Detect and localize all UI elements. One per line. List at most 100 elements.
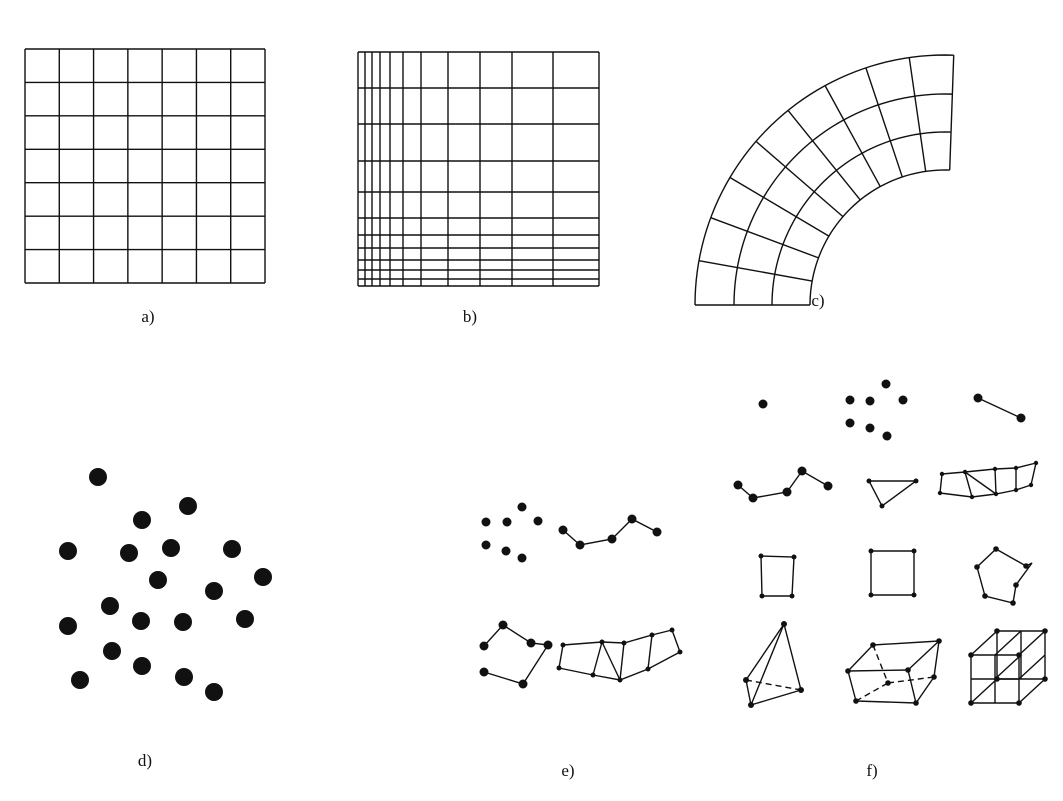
arc-line xyxy=(733,93,953,306)
panel-a-uniform-grid xyxy=(24,48,266,284)
strip-diagonal xyxy=(964,471,997,495)
hex-edge xyxy=(907,640,940,671)
arc-line xyxy=(771,131,952,306)
cloud-point xyxy=(223,540,241,558)
strip-node xyxy=(969,494,975,500)
radial-line xyxy=(755,140,844,218)
cluster-point xyxy=(481,517,491,527)
strip-rung xyxy=(592,641,603,676)
strip-node xyxy=(645,666,651,672)
ring-polyline xyxy=(483,624,550,685)
cloud-point xyxy=(236,610,254,628)
triangle-node xyxy=(866,478,872,484)
line-node xyxy=(1016,413,1026,423)
radial-line xyxy=(729,176,830,237)
cube-edge xyxy=(970,630,998,656)
cloud-point xyxy=(162,539,180,557)
ring-node xyxy=(526,638,536,648)
tetra-edge xyxy=(750,623,785,706)
panel-a-label: a) xyxy=(141,307,154,326)
ring-node xyxy=(498,620,508,630)
panel-f-element-types xyxy=(733,379,1048,708)
chain-node xyxy=(652,527,662,537)
cloud-point xyxy=(89,468,107,486)
chain-node xyxy=(748,493,758,503)
hex-node xyxy=(870,642,876,648)
hex-node xyxy=(885,680,891,686)
strip-node xyxy=(590,672,596,678)
radial-line xyxy=(949,55,955,171)
cube-node xyxy=(994,676,1000,682)
cloud-point xyxy=(133,657,151,675)
strip-rung xyxy=(939,473,943,494)
strip-node xyxy=(677,649,683,655)
chain-node xyxy=(797,466,807,476)
panel-b-label: b) xyxy=(463,307,477,326)
tetra-edge-hidden xyxy=(745,679,802,691)
strip-rung xyxy=(671,629,681,653)
strip-node xyxy=(649,632,655,638)
quad-node xyxy=(911,548,917,554)
quad-node xyxy=(868,548,874,554)
chain-node xyxy=(558,525,568,535)
quad-node xyxy=(758,553,764,559)
strip-node xyxy=(617,677,623,683)
radial-line xyxy=(908,57,927,172)
strip-node xyxy=(560,642,566,648)
line-element xyxy=(977,397,1022,419)
cloud-point xyxy=(205,582,223,600)
radial-line xyxy=(824,85,881,187)
tetra-node xyxy=(798,687,804,693)
panel-d-label: d) xyxy=(138,751,152,770)
strip-edge-top xyxy=(941,462,1037,475)
strip-node xyxy=(621,640,627,646)
polygon-node xyxy=(974,564,980,570)
arc-line xyxy=(694,54,954,306)
single-node xyxy=(758,399,768,409)
node-cluster xyxy=(845,418,855,428)
hex-edge xyxy=(933,640,940,678)
hex-edge xyxy=(915,676,935,704)
node-cluster xyxy=(881,379,891,389)
chain-node xyxy=(733,480,743,490)
polygon-node xyxy=(993,546,999,552)
hex-edge-hidden xyxy=(887,676,935,684)
strip-node xyxy=(1013,465,1019,471)
hex-edge xyxy=(872,640,940,646)
tetra-edge xyxy=(745,623,785,681)
panel-e-point-groups xyxy=(479,502,683,689)
tetra-node xyxy=(781,621,787,627)
node-cluster xyxy=(898,395,908,405)
hex-edge-hidden xyxy=(872,644,889,684)
strip-rung xyxy=(994,468,997,495)
strip-node xyxy=(1013,487,1019,493)
strip-node xyxy=(939,471,945,477)
tetra-node xyxy=(748,702,754,708)
polygon-node xyxy=(1023,563,1029,569)
hex-node xyxy=(913,700,919,706)
cluster-point xyxy=(501,546,511,556)
cube-edge xyxy=(970,678,998,704)
cluster-point xyxy=(533,516,543,526)
chain-node xyxy=(575,540,585,550)
quad-element-square xyxy=(870,550,915,596)
cloud-point xyxy=(71,671,89,689)
cube-node xyxy=(1016,652,1022,658)
cube-mid-line xyxy=(994,654,1022,680)
cube-node xyxy=(1042,628,1048,634)
chain-node xyxy=(823,481,833,491)
quad-node xyxy=(911,592,917,598)
cube-mid-line xyxy=(1018,654,1046,680)
cloud-point xyxy=(132,612,150,630)
hex-node xyxy=(936,638,942,644)
line-node xyxy=(973,393,983,403)
quad-node xyxy=(759,593,765,599)
node-cluster xyxy=(865,423,875,433)
ring-node xyxy=(479,667,489,677)
strip-node xyxy=(556,665,562,671)
polygon-node xyxy=(982,593,988,599)
cube-node xyxy=(968,652,974,658)
strip-node xyxy=(962,469,968,475)
radial-line xyxy=(710,217,819,259)
